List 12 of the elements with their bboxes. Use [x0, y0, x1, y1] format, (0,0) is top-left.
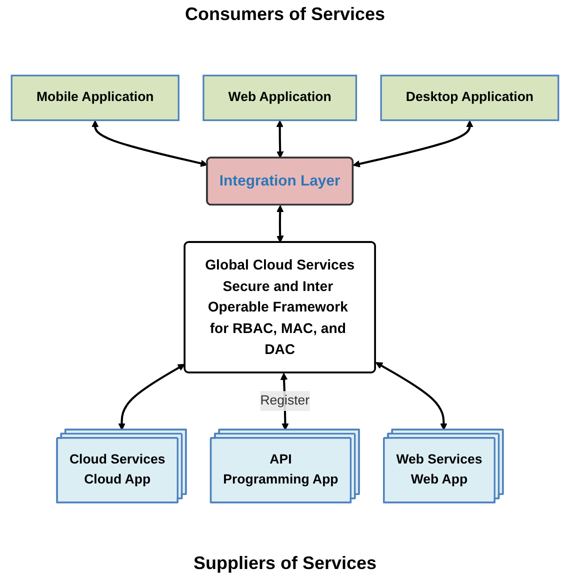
arrow	[375, 362, 448, 430]
arrow	[276, 205, 284, 243]
group-heading: Suppliers of Services	[193, 553, 377, 574]
node-box: Desktop Application	[380, 74, 560, 122]
arrow	[352, 120, 474, 168]
arrow	[276, 120, 284, 158]
node-box: Web Application	[202, 74, 358, 122]
arrow	[118, 364, 186, 430]
edge-label: Register	[260, 394, 310, 408]
node-box: Mobile Application	[10, 74, 180, 122]
group-heading: Consumers of Services	[184, 4, 386, 25]
arrow	[91, 120, 208, 167]
